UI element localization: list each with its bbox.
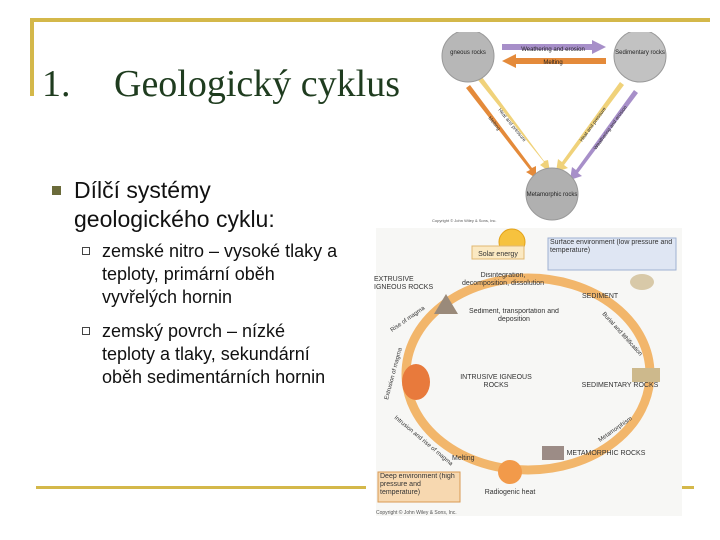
checkbox-bullet-icon — [82, 247, 90, 255]
label-extrusive: EXTRUSIVE IGNEOUS ROCKS — [374, 276, 434, 291]
square-bullet-icon — [52, 186, 61, 195]
label-weathering: Weathering and erosion — [521, 47, 585, 53]
label-transport: Sediment, transportation and deposition — [469, 308, 559, 323]
surface-env-fo: Surface environment (low pressure and te… — [550, 239, 673, 254]
checkbox-bullet-icon — [82, 327, 90, 335]
arrow-right-2 — [570, 90, 638, 180]
sediment-icon — [630, 274, 654, 290]
sedimentary-rocks-icon — [632, 368, 660, 382]
bottom-copyright: Copyright © John Wiley & Sons, Inc. — [376, 509, 457, 516]
intrusive-fo: INTRUSIVE IGNEOUS ROCKS — [460, 374, 532, 389]
sub-bullet-1-text: zemské nitro – vysoké tlaky a teploty, p… — [102, 241, 338, 307]
sub-bullet-1: zemské nitro – vysoké tlaky a teploty, p… — [82, 240, 342, 309]
solar-energy-box — [471, 245, 525, 260]
label-igneous: gneous rocks — [450, 50, 486, 56]
label-deep-env: Deep environment (high pressure and temp… — [380, 473, 455, 496]
arrow-right-1 — [556, 82, 624, 172]
label-radiogenic: Radiogenic heat — [485, 489, 536, 496]
surface-env-box — [547, 237, 677, 271]
label-meta-rocks: METAMORPHIC ROCKS — [566, 450, 646, 457]
rock-cycle-diagrams: Weathering and erosion Melting Heat and … — [374, 32, 682, 516]
label-metamorphic: Metamorphic rocks — [527, 192, 578, 198]
label-left-1: Heat and pressure — [496, 107, 527, 143]
label-solar: Solar energy — [478, 251, 518, 258]
metamorphic-rocks-icon — [542, 446, 564, 460]
main-bullet: Dílčí systémy geologického cyklu: — [52, 176, 342, 234]
top-copyright: Copyright © John Wiley & Sons, Inc. — [432, 218, 497, 223]
slide-title: 1. Geologický cyklus — [42, 62, 400, 106]
sed-rocks-fo: SEDIMENTARY ROCKS — [581, 382, 659, 389]
label-left-2: Melting — [486, 115, 501, 131]
arrow-left-1 — [478, 77, 550, 172]
deep-env-fo: Deep environment (high pressure and temp… — [380, 473, 455, 496]
label-sedimentary: Sedimentary rocks — [615, 50, 665, 56]
arrow-melting-top — [502, 54, 606, 68]
label-disintegration: Disintegration, decomposition, dissoluti… — [461, 272, 545, 287]
label-sed-rocks: SEDIMENTARY ROCKS — [581, 382, 659, 389]
sub-bullet-2-text: zemský povrch – nízké teploty a tlaky, s… — [102, 321, 326, 387]
sedimentary-rock-circle — [613, 32, 667, 83]
label-surface-env: Surface environment (low pressure and te… — [550, 239, 673, 254]
radiogenic-heat-icon — [498, 460, 522, 484]
deep-env-box — [377, 471, 461, 503]
frame-bottom-line — [36, 486, 366, 489]
frame-vertical-line — [30, 18, 34, 96]
label-melting: Melting — [452, 455, 475, 462]
title-number: 1. — [42, 63, 71, 105]
label-melting-top: Melting — [543, 60, 562, 66]
label-intrusive: INTRUSIVE IGNEOUS ROCKS — [460, 374, 532, 389]
arrow-weathering — [502, 40, 606, 54]
extrusive-fo: EXTRUSIVE IGNEOUS ROCKS — [374, 276, 434, 291]
rock-cycle-triangle: Weathering and erosion Melting Heat and … — [432, 32, 667, 223]
volcano-icon — [434, 294, 458, 314]
intrusive-icon — [402, 364, 430, 400]
meta-rocks-fo: METAMORPHIC ROCKS — [566, 450, 646, 457]
frame-horizontal-line — [30, 18, 710, 22]
title-text: Geologický cyklus — [114, 63, 401, 105]
label-sediment: SEDIMENT — [582, 293, 619, 300]
sub-bullet-2: zemský povrch – nízké teploty a tlaky, s… — [82, 320, 342, 389]
main-bullet-text: Dílčí systémy geologického cyklu: — [74, 177, 275, 232]
transport-fo: Sediment, transportation and deposition — [469, 308, 559, 323]
disintegration-fo: Disintegration, decomposition, dissoluti… — [461, 272, 545, 287]
arrow-left-2 — [466, 85, 536, 178]
igneous-rock-circle — [441, 32, 495, 83]
metamorphic-rock-circle — [525, 167, 579, 221]
rock-cycle-circle: Solar energy Surface environment (low pr… — [374, 228, 682, 516]
